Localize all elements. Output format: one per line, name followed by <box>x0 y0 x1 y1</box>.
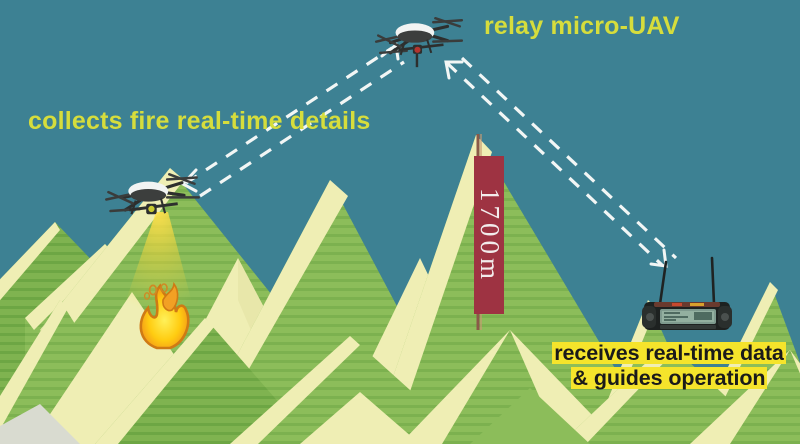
link-relay-to-ground <box>445 56 678 267</box>
label-receives-line1: receives real-time data <box>552 341 786 365</box>
mountain-fg-center <box>230 336 470 444</box>
altitude-value: 1700m <box>474 187 505 283</box>
label-receives-line2: & guides operation <box>570 365 768 390</box>
label-collects-fire-details: collects fire real-time details <box>28 107 371 135</box>
label-receives-data: receives real-time data & guides operati… <box>540 342 798 389</box>
antenna-right <box>710 256 716 306</box>
mountain-wedge-b <box>470 388 590 444</box>
altitude-banner: 1700m <box>474 156 505 314</box>
mountain-wedge-a <box>300 392 420 444</box>
mountain-fg-far-right <box>690 350 800 444</box>
mountain-fg-center-left <box>95 318 315 444</box>
link-survey-to-relay <box>185 46 405 198</box>
mountain-wedge-c <box>0 404 80 444</box>
label-relay-uav: relay micro-UAV <box>484 12 680 40</box>
forest-fire <box>139 281 190 350</box>
antenna-left <box>658 260 668 306</box>
